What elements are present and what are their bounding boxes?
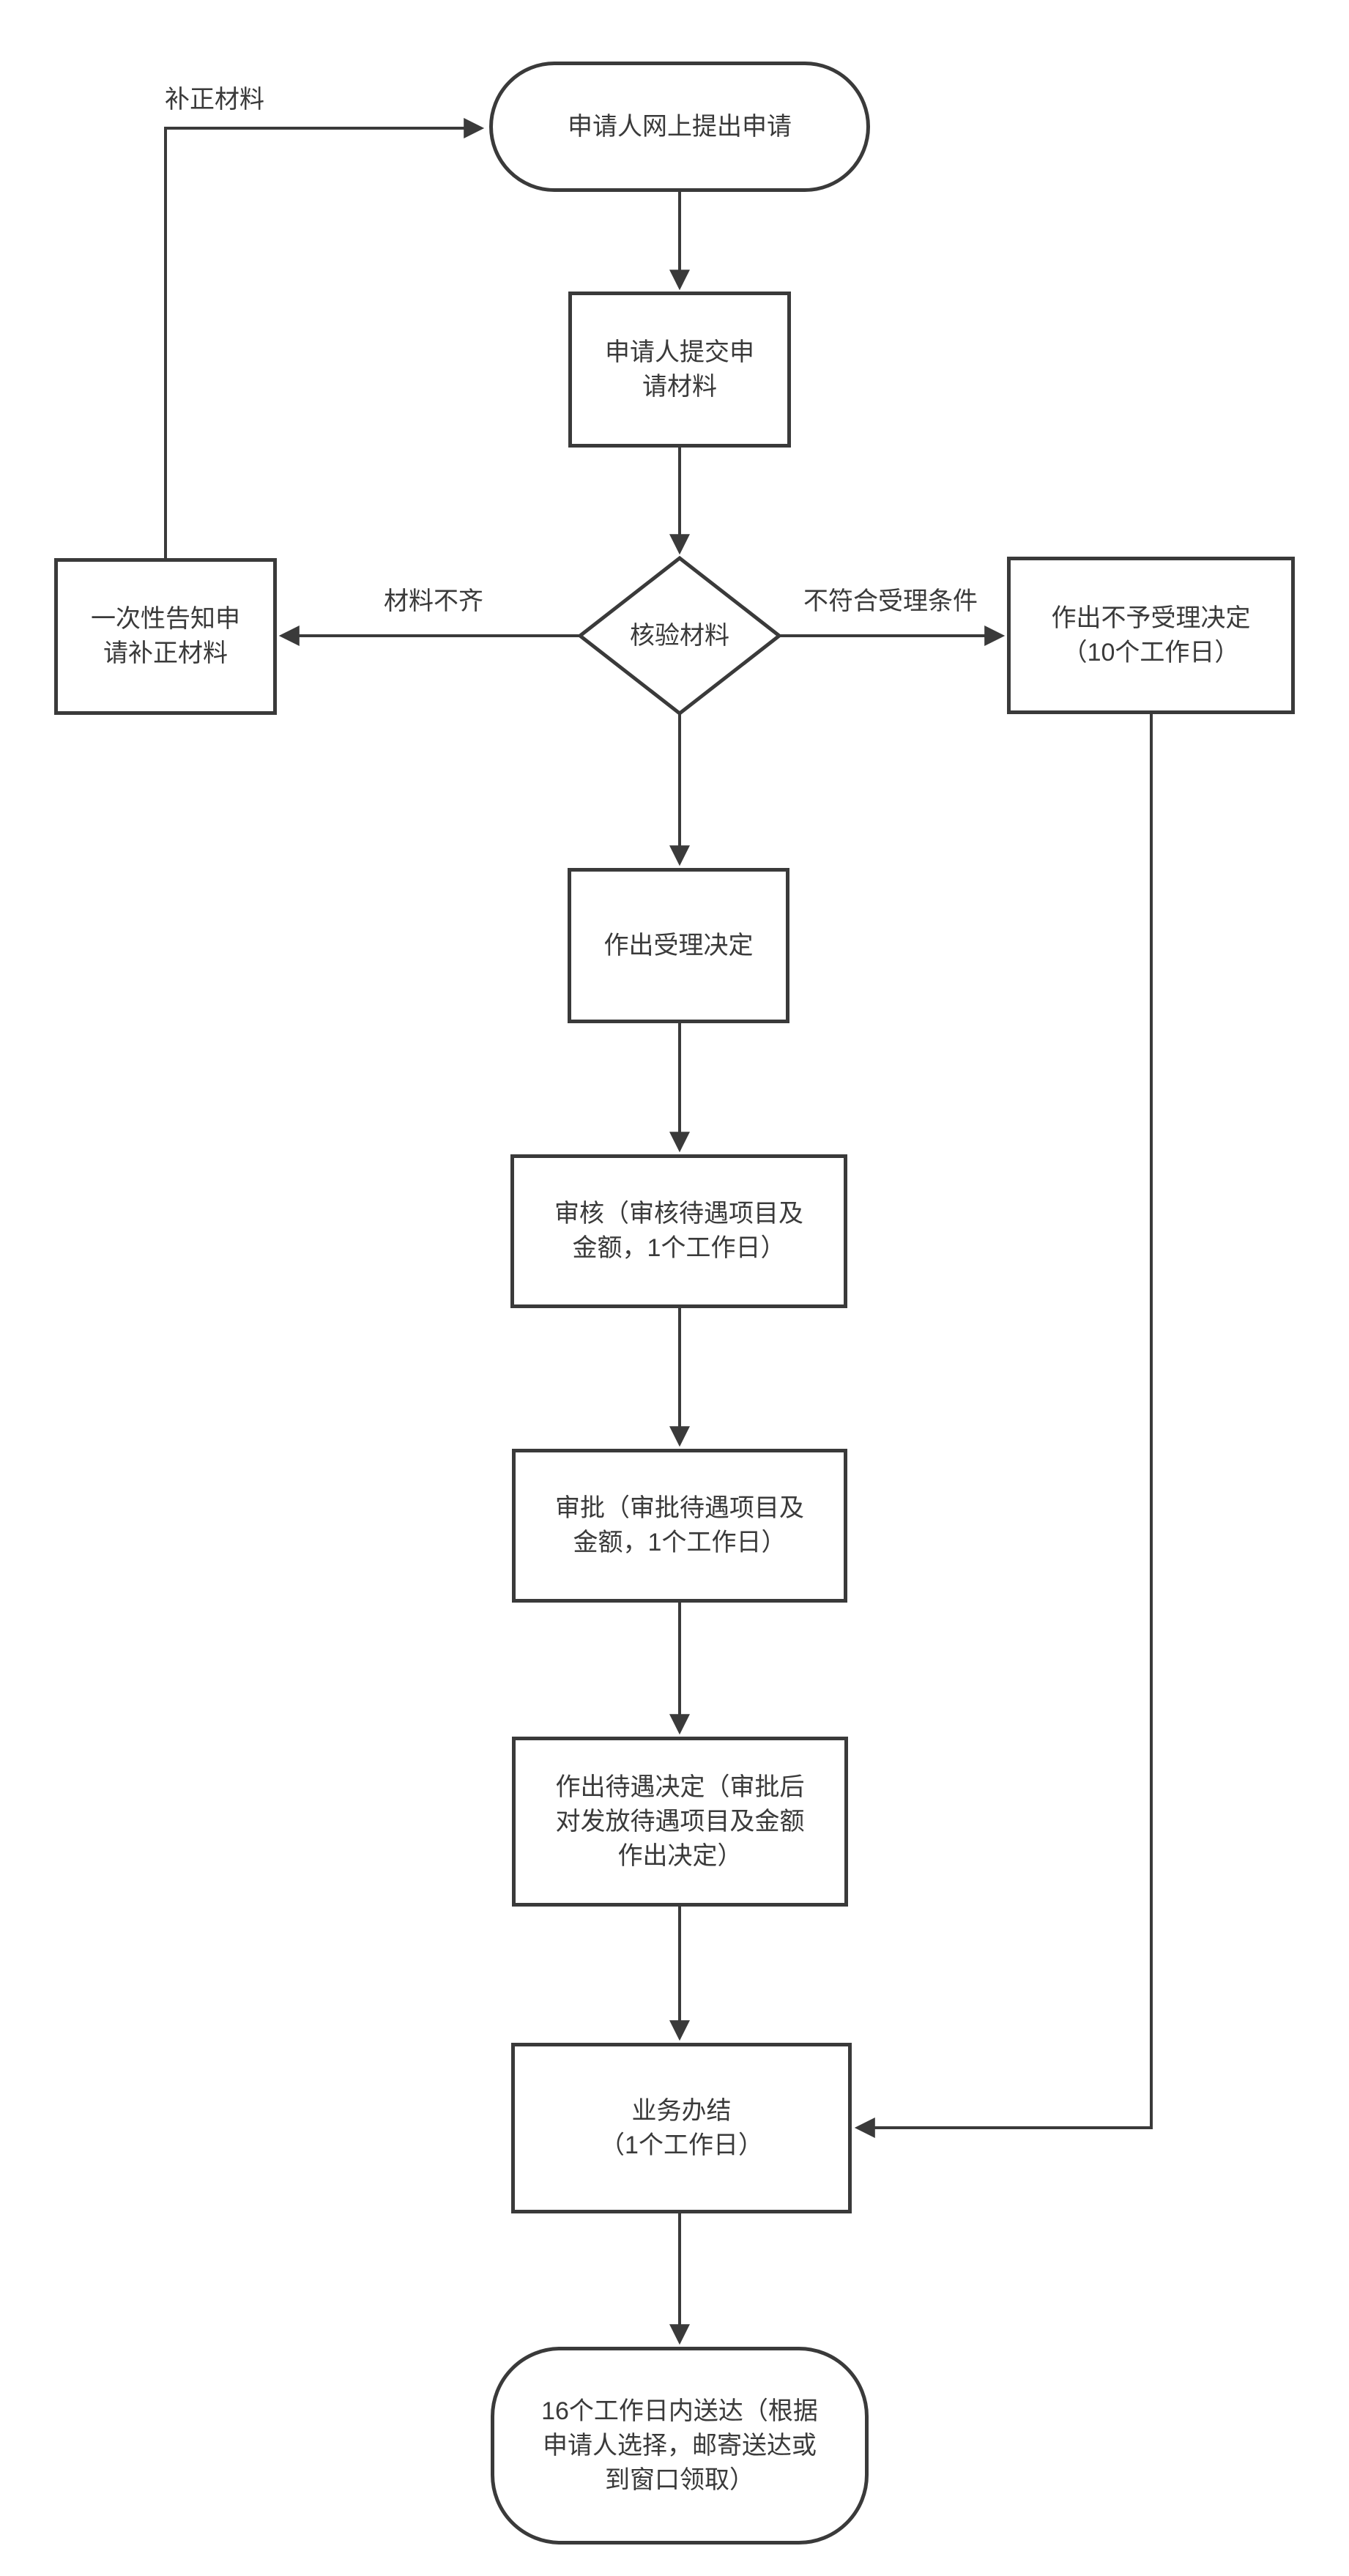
node-text-line: 申请人提交申 — [605, 338, 754, 366]
node-text-line: 16个工作日内送达（根据 — [541, 2397, 818, 2425]
node-text-line: 申请人网上提出申请 — [568, 112, 792, 141]
node-text-line: 作出决定） — [617, 1841, 743, 1870]
node-text-line: 请材料 — [642, 372, 717, 401]
flow-node-verify-label: 核验材料 — [584, 619, 775, 653]
flow-node-accept: 作出受理决定 — [568, 868, 789, 1023]
node-text-line: 对发放待遇项目及金额 — [555, 1807, 805, 1836]
edge-label-supplement-materials: 补正材料 — [165, 86, 264, 114]
node-text-line: 金额，1个工作日） — [573, 1529, 787, 1556]
edge-label-not-meet-conditions: 不符合受理条件 — [803, 587, 978, 615]
node-text-line: 一次性告知申 — [91, 605, 240, 633]
node-text-line: 作出受理决定 — [603, 931, 754, 959]
node-text-line: 申请人选择，邮寄送达或 — [543, 2431, 817, 2460]
flow-node-review: 审核（审核待遇项目及 金额，1个工作日） — [510, 1154, 847, 1308]
node-text-line: 核验材料 — [630, 622, 729, 650]
flow-node-approve: 审批（审批待遇项目及 金额，1个工作日） — [512, 1449, 847, 1603]
node-text-line: （1个工作日） — [600, 2131, 763, 2159]
flow-node-decision: 作出待遇决定（审批后 对发放待遇项目及金额 作出决定） — [512, 1737, 848, 1907]
flow-node-start: 申请人网上提出申请 — [489, 62, 870, 192]
flow-node-submit: 申请人提交申 请材料 — [568, 292, 791, 448]
flow-node-verify-diamond — [576, 555, 783, 716]
node-text-line: （10个工作日） — [1062, 638, 1240, 667]
node-text-line: 业务办结 — [631, 2096, 732, 2125]
flow-node-complete: 业务办结 （1个工作日） — [511, 2043, 852, 2213]
flow-node-deliver: 16个工作日内送达（根据 申请人选择，邮寄送达或 到窗口领取） — [491, 2347, 869, 2545]
edge-supplement-to-start — [164, 118, 485, 558]
node-text-line: 到窗口领取） — [605, 2465, 754, 2494]
edge-label-materials-incomplete: 材料不齐 — [384, 587, 483, 615]
node-text-line: 作出待遇决定（审批后 — [555, 1773, 805, 1801]
flow-node-reject: 作出不予受理决定 （10个工作日） — [1007, 557, 1295, 714]
node-text-line: 作出不予受理决定 — [1051, 604, 1251, 632]
flow-node-supplement: 一次性告知申 请补正材料 — [54, 558, 277, 715]
node-text-line: 审核（审核待遇项目及 — [554, 1200, 803, 1228]
node-text-line: 请补正材料 — [103, 639, 228, 667]
node-text-line: 金额，1个工作日） — [572, 1234, 786, 1262]
node-text-line: 审批（审批待遇项目及 — [555, 1494, 804, 1522]
edge-reject-to-complete — [854, 714, 1153, 2138]
